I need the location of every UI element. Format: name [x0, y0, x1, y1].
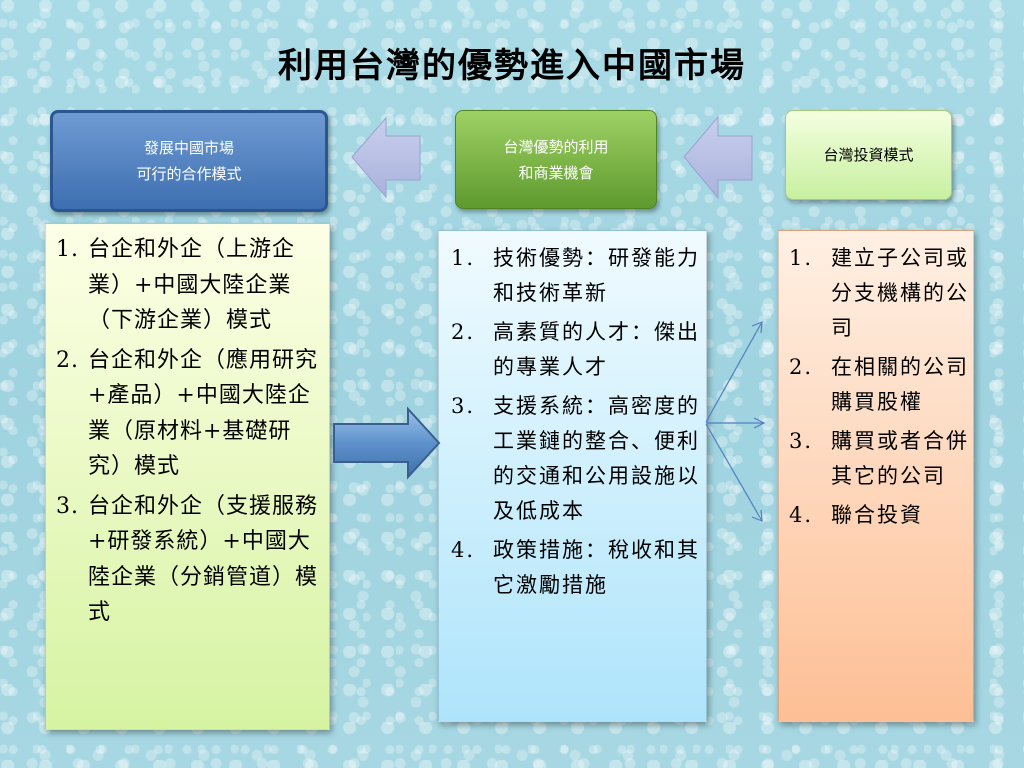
list-item-number: 1. — [451, 246, 476, 270]
header-taiwan-advantages-line2: 和商業機會 — [518, 163, 594, 182]
list-item: 2. 台企和外企（應用研究+產品）+中國大陸企業（原材料+基礎研究）模式 — [56, 343, 324, 485]
list-item-number: 3. — [789, 429, 814, 453]
panel-investment-models: 1. 建立子公司或分支機構的公司 2. 在相關的公司購買股權 3. 購買或者合併其它的… — [778, 230, 974, 722]
fan-arrows — [705, 321, 766, 522]
list-item: 4. 政策措施：稅收和其它激勵措施 — [451, 533, 703, 603]
list-item-text: 在相關的公司購買股權 — [831, 355, 969, 414]
list-item-number: 4. — [789, 503, 814, 527]
list-item-text: 購買或者合併其它的公司 — [831, 429, 969, 488]
list-item: 2. 高素質的人才：傑出的專業人才 — [451, 315, 703, 385]
list-item-number: 1. — [789, 246, 814, 270]
list-item-text: 建立子公司或分支機構的公司 — [831, 246, 969, 340]
list-investment-models: 1. 建立子公司或分支機構的公司 2. 在相關的公司購買股權 3. 購買或者合併其它的… — [789, 241, 971, 537]
list-item-text: 聯合投資 — [831, 503, 923, 527]
page-title: 利用台灣的優勢進入中國市場 — [278, 46, 746, 86]
list-item-number: 1. — [56, 237, 79, 262]
list-item-number: 4. — [451, 538, 476, 562]
header-investment-models-line1: 台灣投資模式 — [823, 146, 914, 164]
list-item-text: 技術優勢：研發能力和技術革新 — [493, 246, 700, 305]
list-item-number: 2. — [789, 355, 814, 379]
list-item: 2. 在相關的公司購買股權 — [789, 350, 971, 420]
arrow-left-icon — [351, 116, 421, 199]
panel-cooperation-models: 1. 台企和外企（上游企業）+中國大陸企業（下游企業）模式 2. 台企和外企（應用研… — [45, 223, 330, 730]
list-item-text: 台企和外企（支援服務+研發系統）+中國大陸企業（分銷管道）模式 — [88, 493, 319, 626]
list-item: 3. 購買或者合併其它的公司 — [789, 424, 971, 494]
list-item-text: 支援系統：高密度的工業鏈的整合、便利的交通和公用設施以及低成本 — [493, 394, 700, 523]
list-item-text: 台企和外企（應用研究+產品）+中國大陸企業（原材料+基礎研究）模式 — [88, 347, 319, 480]
list-item: 1. 技術優勢：研發能力和技術革新 — [451, 241, 703, 311]
arrow-right-icon — [333, 406, 441, 480]
list-taiwan-advantages: 1. 技術優勢：研發能力和技術革新 2. 高素質的人才：傑出的專業人才 3. 支援系統… — [451, 241, 703, 607]
header-cooperation-models-line2: 可行的合作模式 — [136, 165, 242, 183]
header-taiwan-advantages: 台灣優勢的利用 和商業機會 — [455, 110, 657, 209]
header-cooperation-models-line1: 發展中國市場 — [143, 139, 234, 157]
list-item-number: 2. — [451, 320, 476, 344]
list-item-text: 高素質的人才：傑出的專業人才 — [493, 320, 700, 379]
list-item-text: 政策措施：稅收和其它激勵措施 — [493, 538, 700, 597]
header-cooperation-models: 發展中國市場 可行的合作模式 — [50, 110, 328, 212]
list-item: 3. 台企和外企（支援服務+研發系統）+中國大陸企業（分銷管道）模式 — [56, 489, 324, 631]
list-item-text: 台企和外企（上游企業）+中國大陸企業（下游企業）模式 — [88, 237, 296, 333]
list-item-number: 3. — [451, 394, 476, 418]
list-item: 1. 台企和外企（上游企業）+中國大陸企業（下游企業）模式 — [56, 232, 324, 339]
list-item: 1. 建立子公司或分支機構的公司 — [789, 241, 971, 346]
list-item: 4. 聯合投資 — [789, 498, 971, 533]
arrow-left-icon — [683, 115, 753, 200]
list-item-number: 3. — [56, 493, 79, 519]
list-item-number: 2. — [56, 347, 79, 373]
list-cooperation-models: 1. 台企和外企（上游企業）+中國大陸企業（下游企業）模式 2. 台企和外企（應用研… — [56, 232, 324, 635]
header-investment-models: 台灣投資模式 — [785, 110, 952, 200]
panel-taiwan-advantages: 1. 技術優勢：研發能力和技術革新 2. 高素質的人才：傑出的專業人才 3. 支援系統… — [438, 230, 707, 722]
header-taiwan-advantages-line1: 台灣優勢的利用 — [503, 137, 609, 156]
list-item: 3. 支援系統：高密度的工業鏈的整合、便利的交通和公用設施以及低成本 — [451, 389, 703, 529]
